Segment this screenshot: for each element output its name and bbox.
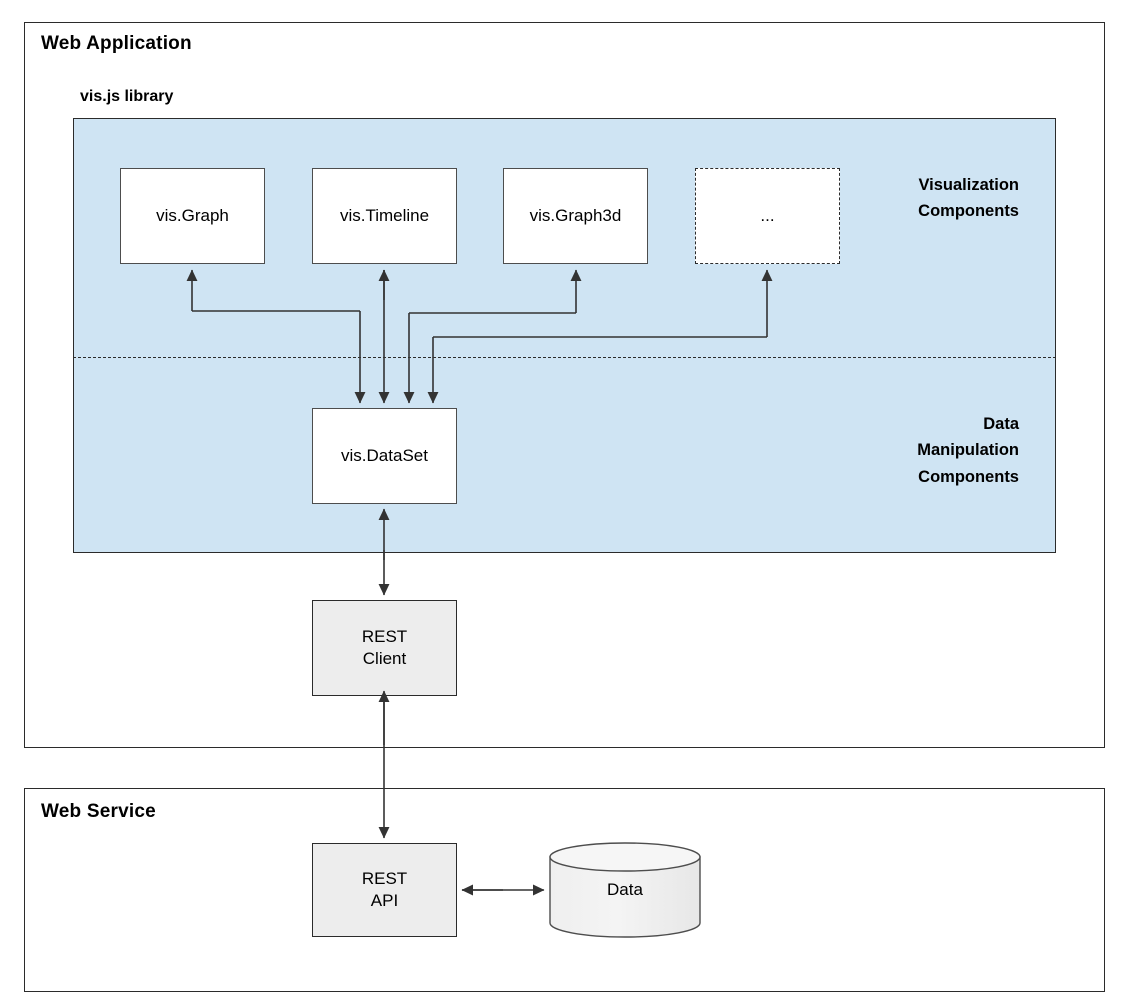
node-vis-graph-label: vis.Graph — [156, 206, 229, 226]
node-rest-client-line2: Client — [362, 649, 407, 668]
data-manipulation-components-caption: Data Manipulation Components — [917, 415, 1019, 486]
node-rest-client[interactable]: REST Client — [312, 600, 457, 696]
node-vis-graph[interactable]: vis.Graph — [120, 168, 265, 264]
layer-divider — [73, 357, 1056, 358]
visualization-components-caption: Visualization Components — [918, 176, 1019, 221]
node-more-components[interactable]: ... — [695, 168, 840, 264]
node-rest-api-line1: REST — [361, 869, 408, 889]
node-rest-api-line2: API — [370, 891, 399, 910]
node-vis-graph3d[interactable]: vis.Graph3d — [503, 168, 648, 264]
web-service-title: Web Service — [41, 801, 156, 822]
node-vis-timeline[interactable]: vis.Timeline — [312, 168, 457, 264]
node-data-store-label: Data — [607, 880, 643, 899]
node-more-components-label: ... — [760, 206, 775, 226]
web-application-title: Web Application — [41, 33, 192, 54]
visjs-library-title: vis.js library — [80, 88, 174, 105]
node-vis-graph3d-label: vis.Graph3d — [529, 206, 622, 226]
node-vis-dataset-label: vis.DataSet — [341, 446, 428, 466]
cylinder-shape — [549, 842, 701, 938]
node-data-store[interactable]: Data — [549, 842, 701, 938]
node-vis-timeline-label: vis.Timeline — [339, 206, 430, 226]
node-vis-dataset[interactable]: vis.DataSet — [312, 408, 457, 504]
node-rest-api[interactable]: REST API — [312, 843, 457, 937]
node-rest-client-line1: REST — [361, 627, 408, 647]
